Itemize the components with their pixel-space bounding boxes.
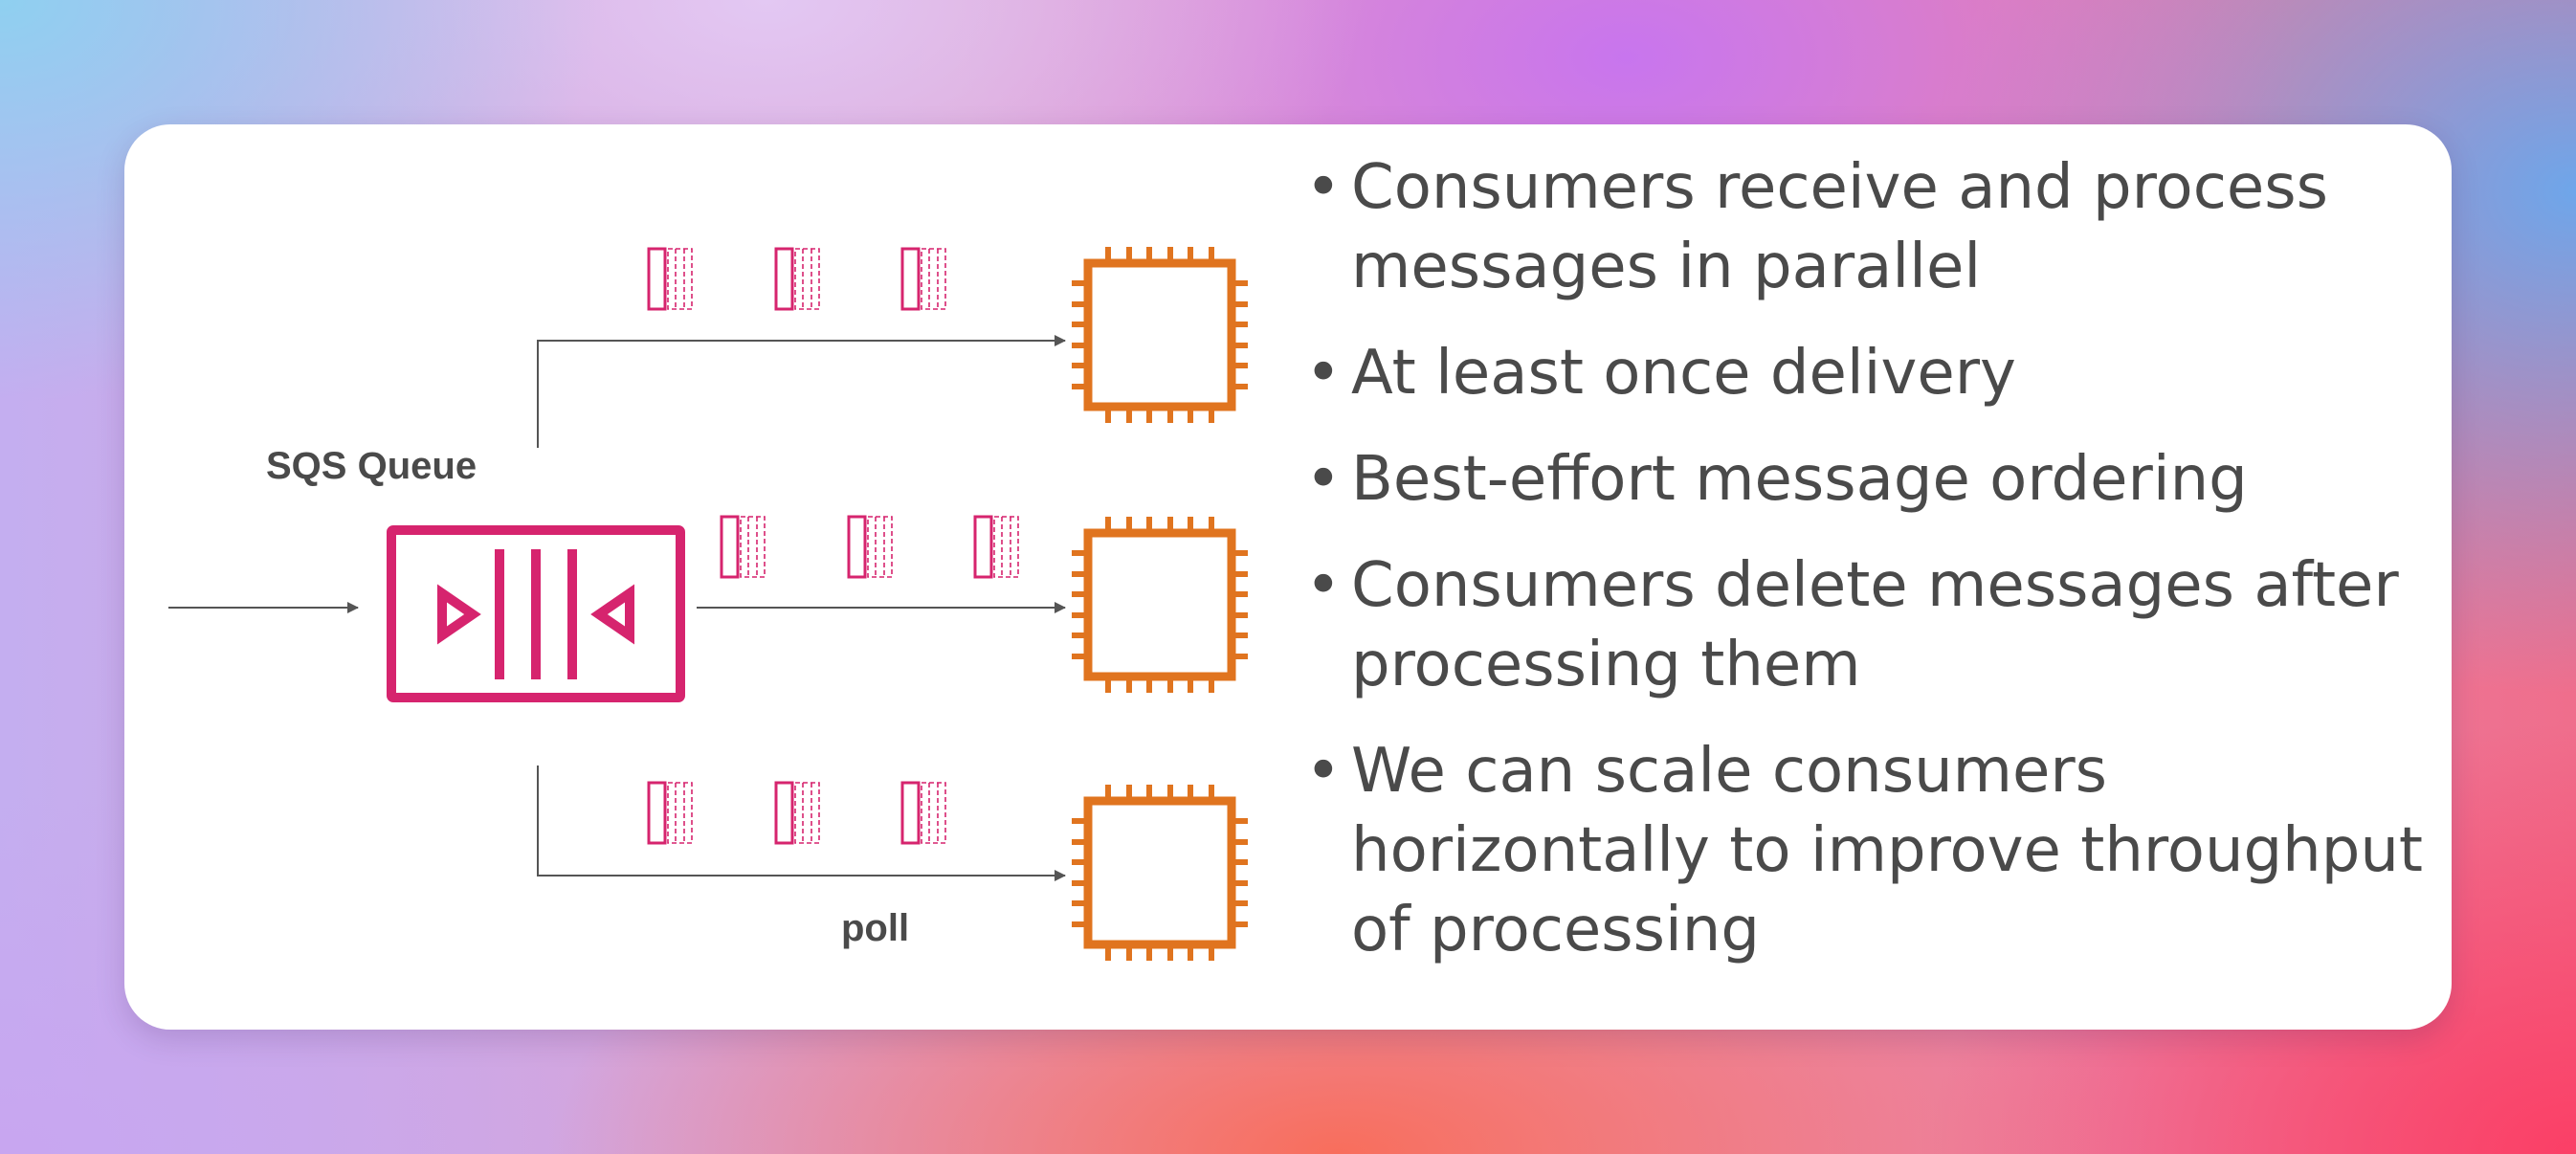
message-icon [774, 247, 821, 311]
arrow-to-consumer-bottom [537, 766, 1066, 881]
bullet-item: At least once delivery [1303, 334, 2432, 413]
queue-label: SQS Queue [266, 445, 477, 487]
sqs-consumers-diagram: SQS Queue poll [168, 124, 1407, 1030]
message-icon [774, 781, 821, 845]
sqs-queue-icon [387, 525, 685, 702]
bullet-item: Best-effort message ordering [1303, 440, 2432, 520]
message-icon [720, 515, 766, 579]
message-icon [900, 781, 947, 845]
message-icon [647, 247, 694, 311]
ec2-instance-icon [1072, 517, 1248, 693]
poll-label: poll [841, 907, 909, 949]
ec2-instance-icon [1072, 785, 1248, 961]
feature-bullet-list: Consumers receive and process messages i… [1303, 148, 2432, 997]
arrow-to-consumer-top [537, 335, 1066, 448]
bullet-item: Consumers receive and process messages i… [1303, 148, 2432, 307]
bullet-item: We can scale consumers horizontally to i… [1303, 732, 2432, 970]
message-icon [847, 515, 894, 579]
message-icon [973, 515, 1020, 579]
bullet-item: Consumers delete messages after processi… [1303, 546, 2432, 705]
message-icon [647, 781, 694, 845]
message-icon [900, 247, 947, 311]
ec2-instance-icon [1072, 247, 1248, 423]
